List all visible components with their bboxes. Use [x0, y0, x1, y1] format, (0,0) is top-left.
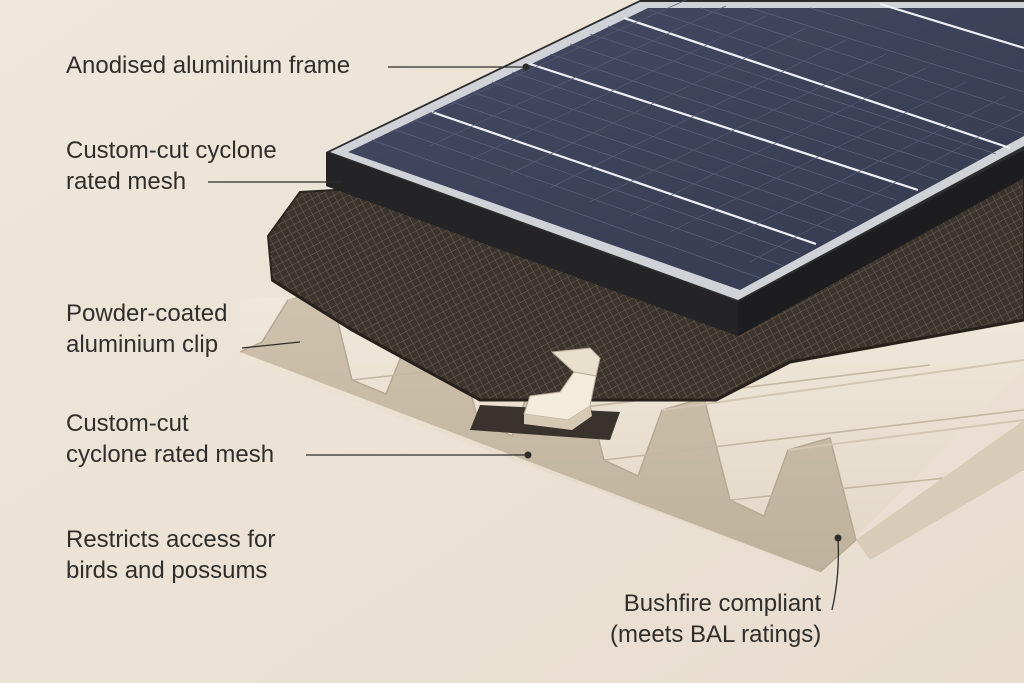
label-line: Bushfire compliant — [623, 590, 822, 617]
label-line: aluminium clip — [66, 331, 219, 358]
label-line: birds and possums — [66, 557, 268, 584]
label-line: Custom-cut cyclone — [66, 137, 277, 164]
label-line: Custom-cut — [66, 410, 189, 437]
label-line: Restricts access for — [66, 526, 276, 553]
solar-cells — [348, 8, 1024, 290]
label-line: (meets BAL ratings) — [610, 621, 822, 648]
label-bushfire-compliant: Bushfire compliant (meets BAL ratings) — [598, 588, 821, 650]
label-line: rated mesh — [66, 168, 187, 195]
leader-lines — [208, 63, 842, 611]
label-line: cyclone rated mesh — [66, 441, 275, 468]
cell-divider-lines — [431, 2, 1024, 246]
label-mesh-lower: Custom-cut cyclone rated mesh — [66, 408, 274, 470]
label-line: Anodised aluminium frame — [66, 52, 351, 79]
label-anodised-aluminium-frame: Anodised aluminium frame — [66, 50, 350, 81]
label-powder-coated-clip: Powder-coated aluminium clip — [66, 298, 227, 360]
label-restricts-access: Restricts access for birds and possums — [66, 524, 275, 586]
label-line: Powder-coated — [66, 300, 228, 327]
solar-panel — [326, 0, 1024, 336]
aluminium-clip — [523, 347, 601, 430]
label-mesh-top: Custom-cut cyclone rated mesh — [66, 135, 277, 197]
